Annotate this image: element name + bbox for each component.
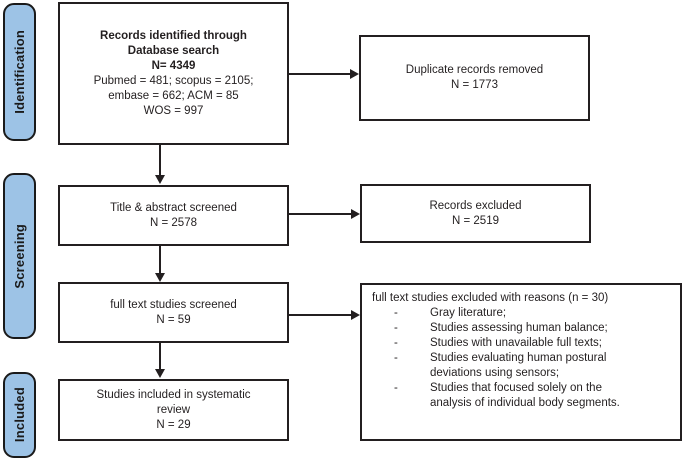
stage-badge-screening: Screening	[3, 173, 36, 339]
list-item-text: deviations using sensors;	[430, 367, 560, 379]
box-duplicate-records-removed: Duplicate records removed N = 1773	[359, 35, 590, 121]
list-item: analysis of individual body segments.	[372, 396, 672, 411]
box-studies-included-text: Studies included in systematic review N …	[90, 388, 256, 433]
arrowhead-identified-to-duplicates	[350, 68, 359, 79]
list-bullet-dash: -	[394, 337, 398, 349]
box-title-abstract-screened-text: Title & abstract screened N = 2578	[104, 201, 243, 231]
full-text-screened-line-2: N = 59	[156, 313, 191, 326]
records-identified-total: N= 4349	[151, 59, 196, 72]
box-duplicate-records-removed-text: Duplicate records removed N = 1773	[400, 63, 549, 93]
box-records-excluded: Records excluded N = 2519	[360, 184, 591, 243]
box-full-text-screened-text: full text studies screened N = 59	[104, 298, 243, 328]
connector-screened-to-fulltext	[159, 246, 161, 274]
list-bullet-dash: -	[394, 307, 398, 319]
records-identified-detail-line-2: embase = 662; ACM = 85	[108, 89, 239, 102]
studies-included-line-3: N = 29	[156, 418, 191, 431]
connector-fulltext-to-reasons	[289, 314, 352, 316]
stage-label-screening: Screening	[12, 223, 27, 289]
list-bullet-dash: -	[394, 322, 398, 334]
full-text-excluded-reason-list: - Gray literature; - Studies assessing h…	[372, 306, 672, 411]
list-bullet-dash: -	[394, 352, 398, 364]
stage-label-identification: Identification	[12, 30, 27, 114]
connector-fulltext-to-included	[159, 343, 161, 370]
arrowhead-screened-to-excluded	[351, 208, 360, 219]
connector-identified-to-screened	[159, 145, 161, 176]
stage-badge-identification: Identification	[3, 3, 36, 141]
connector-identified-to-duplicates	[289, 73, 351, 75]
list-item: - Studies assessing human balance;	[372, 321, 672, 336]
title-abstract-screened-line-2: N = 2578	[150, 216, 197, 229]
list-item-text: Studies that focused solely on the	[430, 382, 602, 394]
records-identified-detail-line-3: WOS = 997	[143, 104, 204, 117]
list-item-text: Gray literature;	[430, 307, 507, 319]
list-item-text: Studies evaluating human postural	[430, 352, 607, 364]
box-records-identified: Records identified through Database sear…	[58, 2, 289, 145]
arrowhead-fulltext-to-reasons	[351, 309, 360, 320]
list-item: - Gray literature;	[372, 306, 672, 321]
records-identified-title-line-2: Database search	[127, 44, 220, 57]
box-records-identified-text: Records identified through Database sear…	[88, 29, 260, 119]
arrowhead-fulltext-to-included	[155, 369, 165, 378]
list-item: - Studies that focused solely on the	[372, 381, 672, 396]
list-item: - Studies evaluating human postural	[372, 351, 672, 366]
box-studies-included: Studies included in systematic review N …	[58, 379, 289, 441]
list-item-text: analysis of individual body segments.	[430, 397, 620, 409]
connector-screened-to-excluded	[289, 213, 352, 215]
list-item: deviations using sensors;	[372, 366, 672, 381]
box-full-text-excluded-reasons: full text studies excluded with reasons …	[360, 283, 682, 441]
stage-label-included: Included	[12, 387, 27, 443]
records-identified-detail-line-1: Pubmed = 481; scopus = 2105;	[93, 74, 254, 87]
studies-included-line-1: Studies included in systematic	[96, 388, 251, 401]
list-item-text: Studies assessing human balance;	[430, 322, 608, 334]
records-excluded-line-1: Records excluded	[429, 199, 522, 212]
title-abstract-screened-line-1: Title & abstract screened	[110, 201, 237, 214]
box-full-text-screened: full text studies screened N = 59	[58, 282, 289, 343]
list-bullet-dash: -	[394, 382, 398, 394]
box-title-abstract-screened: Title & abstract screened N = 2578	[58, 185, 289, 246]
full-text-screened-line-1: full text studies screened	[110, 298, 237, 311]
stage-badge-included: Included	[3, 372, 36, 458]
arrowhead-screened-to-fulltext	[155, 273, 165, 282]
duplicates-removed-line-2: N = 1773	[450, 79, 498, 91]
records-identified-title-line-1: Records identified through	[100, 29, 247, 42]
arrowhead-identified-to-screened	[155, 175, 165, 184]
box-records-excluded-text: Records excluded N = 2519	[423, 199, 527, 229]
list-item-text: Studies with unavailable full texts;	[430, 337, 602, 349]
list-item: - Studies with unavailable full texts;	[372, 336, 672, 351]
duplicates-removed-line-1: Duplicate records removed	[405, 64, 544, 76]
studies-included-line-2: review	[156, 403, 191, 416]
records-excluded-line-2: N = 2519	[452, 214, 499, 227]
full-text-excluded-title: full text studies excluded with reasons …	[372, 292, 609, 304]
